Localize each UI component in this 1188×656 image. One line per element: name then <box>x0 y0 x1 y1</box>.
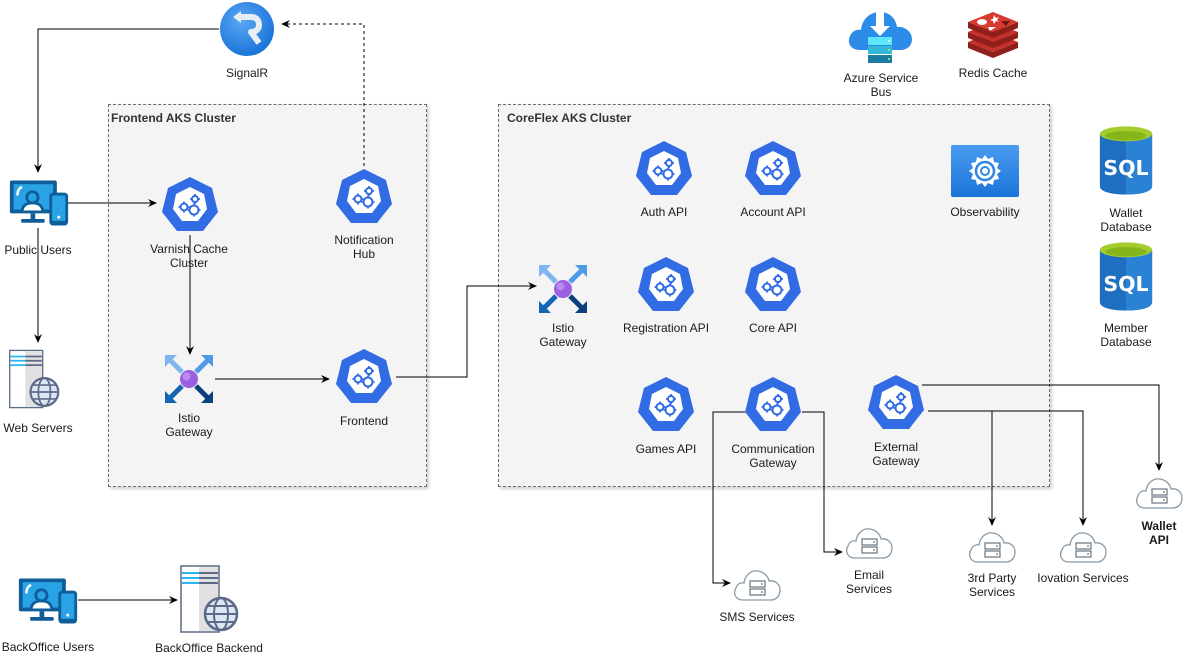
wallet-api-label: Wallet API <box>1141 519 1177 547</box>
service-bus-icon <box>848 12 912 63</box>
frontend-cluster-title: Frontend AKS Cluster <box>111 111 236 125</box>
frontend-aks-cluster: Frontend AKS Cluster <box>108 104 427 487</box>
kubernetes-service-icon <box>743 375 803 435</box>
wallet-api-node[interactable] <box>1133 471 1185 511</box>
public-users-label: Public Users <box>4 243 72 257</box>
coreflex-cluster-title: CoreFlex AKS Cluster <box>507 111 632 125</box>
istio-gateway-icon <box>537 263 589 315</box>
sms-services-label: SMS Services <box>719 610 795 624</box>
kubernetes-service-icon <box>160 175 220 235</box>
signalr-node[interactable] <box>219 1 275 57</box>
registration-api-label: Registration API <box>622 321 710 335</box>
varnish-node[interactable] <box>160 175 220 235</box>
kubernetes-service-icon <box>743 139 803 199</box>
frontend-label: Frontend <box>339 414 389 428</box>
kubernetes-service-icon <box>334 167 394 227</box>
external-gateway-label: External Gateway <box>872 440 920 468</box>
kubernetes-service-icon <box>866 373 926 433</box>
frontend-node[interactable] <box>334 347 394 407</box>
redis-icon <box>968 12 1018 58</box>
member-database-node[interactable] <box>1098 240 1154 312</box>
web-servers-label: Web Servers <box>3 421 73 435</box>
redis-node[interactable] <box>966 12 1020 58</box>
kubernetes-service-icon <box>743 255 803 315</box>
games-api-label: Games API <box>635 442 697 456</box>
istio-core-label: Istio Gateway <box>539 321 587 349</box>
observability-node[interactable] <box>951 145 1019 197</box>
auth-api-node[interactable] <box>634 139 694 199</box>
email-services-label: Email Services <box>845 568 893 596</box>
signalr-label: SignalR <box>225 66 269 80</box>
notification-hub-label: Notification Hub <box>334 233 394 261</box>
kubernetes-service-icon <box>334 347 394 407</box>
wallet-database-node[interactable] <box>1098 124 1154 196</box>
email-services-node[interactable] <box>843 521 895 561</box>
iovation-services-node[interactable] <box>1057 525 1109 565</box>
communication-gateway-node[interactable] <box>743 375 803 435</box>
account-api-node[interactable] <box>743 139 803 199</box>
notification-hub-node[interactable] <box>334 167 394 227</box>
member-database-label: Member Database <box>1100 321 1152 349</box>
service-bus-node[interactable] <box>846 8 914 66</box>
core-api-node[interactable] <box>743 255 803 315</box>
third-party-services-label: 3rd Party Services <box>967 571 1017 599</box>
sms-services-node[interactable] <box>731 563 783 603</box>
grafana-icon <box>951 145 1019 197</box>
web-server-icon <box>8 344 60 414</box>
signalr-icon <box>220 2 274 56</box>
sql-database-icon <box>1098 124 1154 196</box>
registration-api-node[interactable] <box>636 255 696 315</box>
kubernetes-service-icon <box>636 375 696 435</box>
web-servers-node[interactable] <box>8 344 60 414</box>
iovation-services-label: Iovation Services <box>1037 571 1129 585</box>
external-gateway-node[interactable] <box>866 373 926 433</box>
service-bus-label: Azure Service Bus <box>843 71 919 99</box>
third-party-services-node[interactable] <box>966 525 1018 565</box>
istio-gateway-icon <box>163 353 215 405</box>
core-api-label: Core API <box>748 321 798 335</box>
web-server-icon <box>179 563 239 635</box>
backoffice-users-label: BackOffice Users <box>1 640 95 654</box>
istio-frontend-label: Istio Gateway <box>165 411 213 439</box>
wallet-database-label: Wallet Database <box>1100 206 1152 234</box>
observability-label: Observability <box>950 205 1020 219</box>
games-api-node[interactable] <box>636 375 696 435</box>
user-devices-icon <box>8 178 70 228</box>
redis-label: Redis Cache <box>958 66 1028 80</box>
communication-gateway-label: Communication Gateway <box>731 442 815 470</box>
varnish-label: Varnish Cache Cluster <box>150 242 228 270</box>
sql-database-icon <box>1098 240 1154 312</box>
public-users-node[interactable] <box>8 178 70 228</box>
backoffice-backend-label: BackOffice Backend <box>155 641 263 655</box>
cloud-server-icon <box>966 525 1018 565</box>
account-api-label: Account API <box>740 205 806 219</box>
cloud-server-icon <box>1133 471 1185 511</box>
auth-api-label: Auth API <box>640 205 688 219</box>
istio-frontend-node[interactable] <box>163 353 215 405</box>
cloud-server-icon <box>731 563 783 603</box>
kubernetes-service-icon <box>636 255 696 315</box>
backoffice-backend-node[interactable] <box>179 563 239 635</box>
cloud-server-icon <box>843 521 895 561</box>
cloud-server-icon <box>1057 525 1109 565</box>
istio-core-node[interactable] <box>537 263 589 315</box>
kubernetes-service-icon <box>634 139 694 199</box>
backoffice-users-node[interactable] <box>17 576 79 626</box>
user-devices-icon <box>17 576 79 626</box>
